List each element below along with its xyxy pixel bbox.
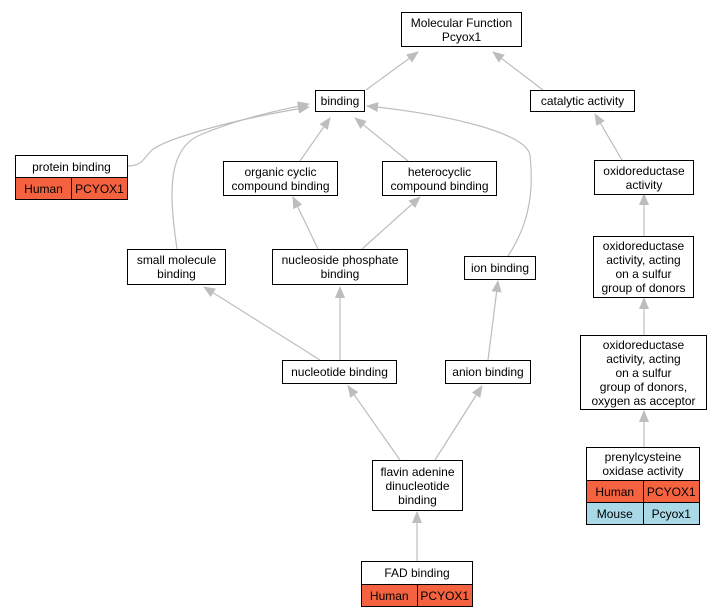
node-label: oxidoreductase activity, acting on a sul…	[591, 337, 696, 408]
edge-ion-binding-to-binding	[366, 102, 532, 257]
node-label: prenylcysteine oxidase activity	[602, 450, 684, 478]
node-label: binding	[320, 94, 360, 108]
annotation-row-human: Human PCYOX1	[362, 584, 472, 606]
edge-binding-to-mf	[365, 51, 419, 91]
node-label: heterocyclic compound binding	[390, 164, 489, 193]
node-label: anion binding	[452, 365, 524, 379]
node-molecular-function[interactable]: Molecular Function Pcyox1	[401, 12, 522, 47]
edge-nucleotide-to-small-molecule	[203, 286, 321, 361]
edge-oxidoreductase-to-catalytic	[594, 113, 623, 161]
node-heterocyclic-compound-binding[interactable]: heterocyclic compound binding	[382, 161, 497, 196]
edge-protein-binding-to-binding	[127, 103, 310, 167]
gene-label: PCYOX1	[416, 585, 473, 606]
node-label: Molecular Function Pcyox1	[410, 15, 513, 44]
node-prenylcysteine-oxidase-activity[interactable]: prenylcysteine oxidase activity Human PC…	[586, 447, 700, 525]
edge-fad-dinucleotide-to-nucleotide	[347, 385, 401, 461]
node-label: nucleotide binding	[291, 365, 388, 379]
node-fad-binding[interactable]: FAD binding Human PCYOX1	[361, 561, 473, 607]
node-ion-binding[interactable]: ion binding	[464, 256, 536, 280]
gene-label: PCYOX1	[71, 178, 127, 199]
edge-nucleoside-phosphate-to-organic-cyclic	[292, 196, 319, 250]
node-binding[interactable]: binding	[315, 90, 365, 112]
node-organic-cyclic-compound-binding[interactable]: organic cyclic compound binding	[223, 161, 338, 196]
annotation-row-mouse: Mouse Pcyox1	[587, 502, 699, 524]
node-label: flavin adenine dinucleotide binding	[380, 464, 455, 507]
node-label: organic cyclic compound binding	[231, 164, 330, 193]
gene-label: Pcyox1	[642, 503, 700, 524]
node-oxidoreductase-sulfur-donors[interactable]: oxidoreductase activity, acting on a sul…	[593, 236, 694, 298]
edge-anion-to-ion-binding	[487, 280, 502, 361]
node-nucleoside-phosphate-binding[interactable]: nucleoside phosphate binding	[272, 249, 408, 285]
species-label: Human	[24, 181, 63, 196]
node-flavin-adenine-dinucleotide-binding[interactable]: flavin adenine dinucleotide binding	[372, 460, 463, 511]
node-label: oxidoreductase activity, acting on a sul…	[601, 239, 686, 295]
node-anion-binding[interactable]: anion binding	[445, 360, 531, 384]
node-small-molecule-binding[interactable]: small molecule binding	[127, 249, 226, 285]
node-protein-binding[interactable]: protein binding Human PCYOX1	[15, 155, 128, 200]
node-label: protein binding	[32, 159, 111, 174]
node-label: catalytic activity	[540, 94, 625, 108]
node-oxidoreductase-activity[interactable]: oxidoreductase activity	[594, 160, 694, 195]
edge-heterocyclic-to-binding	[354, 117, 409, 162]
species-label: Human	[369, 588, 409, 603]
node-label: FAD binding	[384, 566, 450, 580]
node-catalytic-activity[interactable]: catalytic activity	[530, 90, 635, 112]
node-label: ion binding	[470, 261, 530, 275]
node-label: nucleoside phosphate binding	[281, 253, 399, 281]
edge-organic-cyclic-to-binding	[299, 117, 331, 162]
edge-fad-dinucleotide-to-anion	[434, 385, 483, 461]
edge-small-molecule-to-binding	[171, 101, 310, 250]
node-label: small molecule binding	[136, 253, 217, 281]
node-nucleotide-binding[interactable]: nucleotide binding	[282, 360, 397, 384]
annotation-row-human: Human PCYOX1	[16, 177, 127, 199]
edge-nucleoside-phosphate-to-heterocyclic	[361, 196, 421, 250]
species-label: Human	[595, 484, 635, 499]
node-label: oxidoreductase activity	[603, 163, 685, 192]
annotation-row-human: Human PCYOX1	[587, 480, 699, 502]
species-label: Mouse	[596, 506, 633, 521]
gene-label: PCYOX1	[642, 481, 700, 502]
edge-catalytic-to-mf	[492, 51, 544, 91]
node-oxidoreductase-sulfur-oxygen-acceptor[interactable]: oxidoreductase activity, acting on a sul…	[580, 335, 707, 410]
